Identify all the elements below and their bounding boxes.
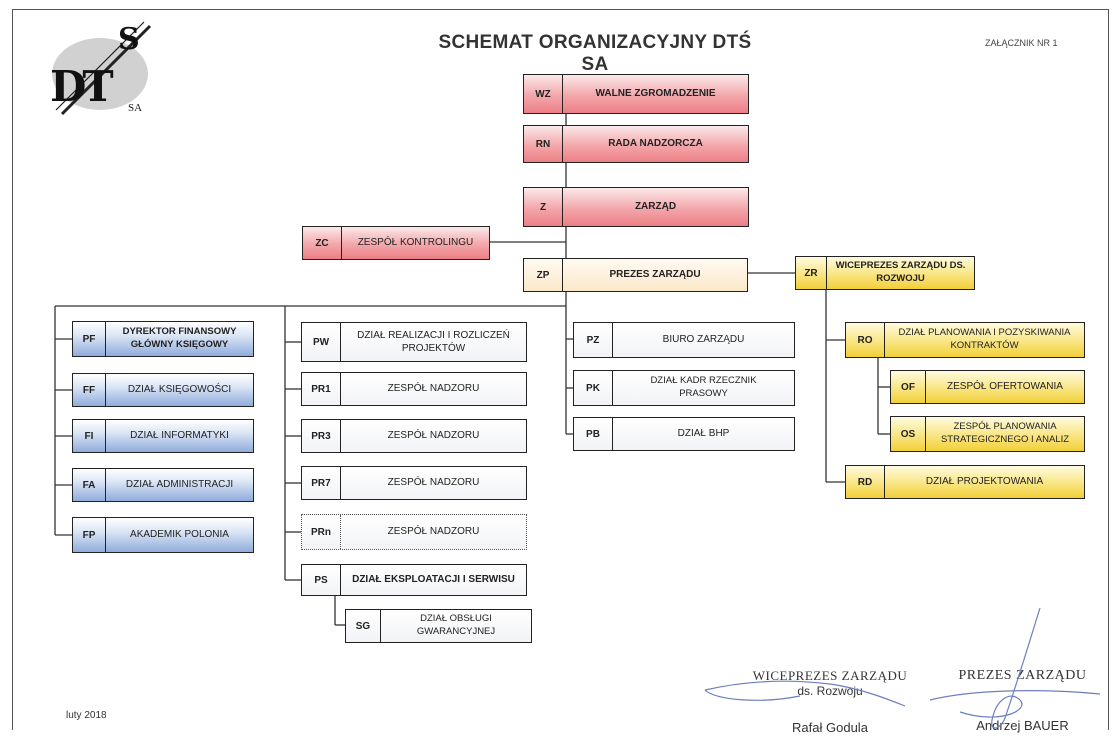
unit-ff[interactable]: FF DZIAŁ KSIĘGOWOŚCI — [72, 373, 254, 407]
unit-rd[interactable]: RD DZIAŁ PROJEKTOWANIA — [845, 465, 1085, 499]
unit-prn[interactable]: PRn ZESPÓŁ NADZORU — [301, 514, 527, 550]
unit-name: DZIAŁ INFORMATYKI — [130, 430, 229, 442]
unit-name: ZESPÓŁ OFERTOWANIA — [947, 381, 1063, 393]
unit-code: PB — [574, 418, 613, 450]
unit-name: ZARZĄD — [634, 201, 677, 213]
unit-zr[interactable]: ZR WICEPREZES ZARZĄDU DS. ROZWOJU — [795, 256, 975, 290]
unit-name: DZIAŁ OBSŁUGI GWARANCYJNEJ — [416, 613, 496, 637]
unit-name: DZIAŁ PROJEKTOWANIA — [925, 476, 1044, 488]
unit-code: Z — [524, 188, 563, 226]
unit-z[interactable]: Z ZARZĄD — [523, 187, 749, 227]
logo-slash-thin-icon — [55, 21, 145, 111]
unit-name: WICEPREZES ZARZĄDU DS. ROZWOJU — [835, 260, 966, 284]
unit-os[interactable]: OS ZESPÓŁ PLANOWANIA STRATEGICZNEGO I AN… — [890, 416, 1085, 452]
unit-code: PZ — [574, 323, 613, 357]
dts-logo — [52, 21, 152, 116]
unit-code: RD — [846, 466, 885, 498]
unit-name: RADA NADZORCZA — [608, 138, 703, 150]
unit-zp[interactable]: ZP PREZES ZARZĄDU — [523, 258, 748, 292]
unit-name: ZESPÓŁ NADZORU — [387, 526, 480, 538]
unit-name: DZIAŁ ADMINISTRACJI — [125, 479, 234, 491]
unit-code: PR3 — [302, 420, 341, 452]
unit-name: BIURO ZARZĄDU — [662, 334, 745, 346]
unit-name: DZIAŁ KSIĘGOWOŚCI — [127, 384, 232, 396]
logo-text-sa: SA — [128, 102, 143, 114]
unit-code: ZC — [303, 227, 342, 259]
unit-name: ZESPÓŁ NADZORU — [387, 430, 480, 442]
unit-fi[interactable]: FI DZIAŁ INFORMATYKI — [72, 419, 254, 453]
signature-president: PREZES ZARZĄDU Andrzej BAUER — [935, 668, 1110, 733]
signature-vice-president: WICEPREZES ZARZĄDU ds. Rozwoju Rafał God… — [740, 668, 920, 735]
unit-rn[interactable]: RN RADA NADZORCZA — [523, 125, 749, 163]
unit-code: PK — [574, 371, 613, 405]
unit-pr1[interactable]: PR1 ZESPÓŁ NADZORU — [301, 372, 527, 406]
logo-text-s: S — [118, 22, 140, 57]
unit-name: DZIAŁ PLANOWANIA I POZYSKIWANIA KONTRAKT… — [898, 327, 1071, 351]
unit-code: FA — [73, 469, 106, 501]
unit-wz[interactable]: WZ WALNE ZGROMADZENIE — [523, 74, 749, 114]
unit-pr3[interactable]: PR3 ZESPÓŁ NADZORU — [301, 419, 527, 453]
unit-name: WALNE ZGROMADZENIE — [595, 88, 716, 100]
unit-pr7[interactable]: PR7 ZESPÓŁ NADZORU — [301, 466, 527, 500]
unit-pw[interactable]: PW DZIAŁ REALIZACJI I ROZLICZEŃ PROJEKTÓ… — [301, 322, 527, 362]
unit-pk[interactable]: PK DZIAŁ KADR RZECZNIK PRASOWY — [573, 370, 795, 406]
unit-ro[interactable]: RO DZIAŁ PLANOWANIA I POZYSKIWANIA KONTR… — [845, 322, 1085, 358]
unit-code: PF — [73, 322, 106, 356]
unit-fp[interactable]: FP AKADEMIK POLONIA — [72, 517, 254, 553]
unit-code: PR7 — [302, 467, 341, 499]
unit-fa[interactable]: FA DZIAŁ ADMINISTRACJI — [72, 468, 254, 502]
unit-code: FI — [73, 420, 106, 452]
unit-name: ZESPÓŁ NADZORU — [387, 477, 480, 489]
unit-name: DYREKTOR FINANSOWY GŁÓWNY KSIĘGOWY — [122, 326, 237, 350]
signature-name: Rafał Godula — [792, 720, 868, 735]
unit-code: PS — [302, 565, 341, 595]
unit-pf[interactable]: PF DYREKTOR FINANSOWY GŁÓWNY KSIĘGOWY — [72, 321, 254, 357]
unit-code: PR1 — [302, 373, 341, 405]
unit-name: ZESPÓŁ NADZORU — [387, 383, 480, 395]
signature-role: WICEPREZES ZARZĄDU — [752, 668, 908, 683]
unit-code: RN — [524, 126, 563, 162]
unit-zc[interactable]: ZC ZESPÓŁ KONTROLINGU — [302, 226, 490, 260]
unit-sg[interactable]: SG DZIAŁ OBSŁUGI GWARANCYJNEJ — [345, 609, 532, 643]
document-date: luty 2018 — [66, 710, 107, 721]
signature-role: PREZES ZARZĄDU — [958, 668, 1087, 683]
unit-name: DZIAŁ EKSPLOATACJI I SERWISU — [352, 574, 515, 586]
unit-code: WZ — [524, 75, 563, 113]
unit-code: RO — [846, 323, 885, 357]
unit-name: AKADEMIK POLONIA — [130, 529, 229, 541]
logo-slash-icon — [60, 24, 152, 116]
page-title: SCHEMAT ORGANIZACYJNY DTŚ SA — [438, 32, 752, 75]
unit-code: ZR — [796, 257, 827, 289]
signature-subtitle: ds. Rozwoju — [797, 684, 863, 698]
signature-name: Andrzej BAUER — [976, 718, 1069, 733]
unit-of[interactable]: OF ZESPÓŁ OFERTOWANIA — [890, 370, 1085, 404]
unit-name: DZIAŁ BHP — [677, 428, 730, 440]
page-frame — [12, 9, 1109, 730]
unit-code: ZP — [524, 259, 563, 291]
unit-code: OF — [891, 371, 926, 403]
unit-code: PRn — [302, 515, 341, 549]
unit-name: PREZES ZARZĄDU — [609, 269, 701, 281]
unit-code: PW — [302, 323, 341, 361]
unit-ps[interactable]: PS DZIAŁ EKSPLOATACJI I SERWISU — [301, 564, 527, 596]
unit-name: DZIAŁ KADR RZECZNIK PRASOWY — [650, 375, 757, 399]
unit-name: ZESPÓŁ PLANOWANIA STRATEGICZNEGO I ANALI… — [940, 421, 1070, 445]
logo-text-dt: DT — [50, 62, 114, 111]
unit-code: FP — [73, 518, 106, 552]
unit-code: SG — [346, 610, 381, 642]
unit-code: FF — [73, 374, 106, 406]
unit-name: DZIAŁ REALIZACJI I ROZLICZEŃ PROJEKTÓW — [357, 329, 510, 355]
unit-name: ZESPÓŁ KONTROLINGU — [357, 237, 474, 249]
unit-code: OS — [891, 417, 926, 451]
unit-pz[interactable]: PZ BIURO ZARZĄDU — [573, 322, 795, 358]
unit-pb[interactable]: PB DZIAŁ BHP — [573, 417, 795, 451]
annex-label: ZAŁĄCZNIK NR 1 — [985, 38, 1058, 48]
